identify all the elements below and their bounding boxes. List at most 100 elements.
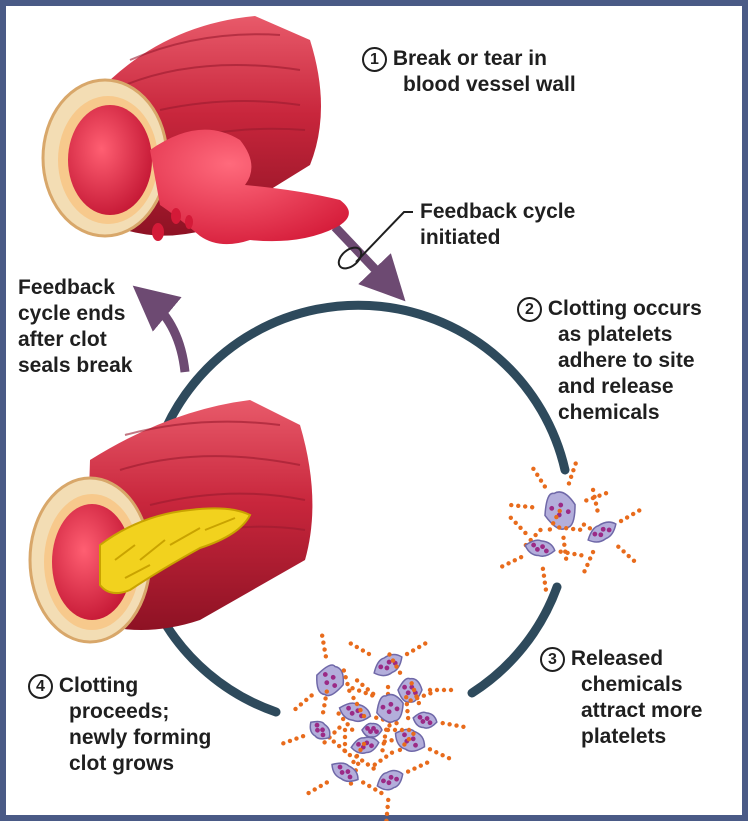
granule: [386, 780, 392, 786]
feedback-ends-arrow: [132, 285, 190, 373]
granule: [330, 674, 336, 680]
chemical-dot: [416, 700, 422, 706]
chemical-dot: [287, 738, 293, 744]
granule: [420, 719, 426, 724]
chemical-dot: [349, 727, 355, 732]
blood-drop: [152, 223, 164, 241]
blood-drop: [185, 215, 193, 229]
chemical-dot: [603, 491, 609, 496]
chemical-dot: [331, 739, 336, 744]
chemical-dot: [541, 573, 547, 578]
chemical-dot: [585, 562, 590, 568]
platelet: [306, 727, 384, 796]
granule: [405, 690, 411, 696]
chemical-dot: [414, 694, 419, 699]
chemical-dot: [423, 641, 428, 646]
platelet: [293, 633, 375, 712]
chemical-dot: [382, 739, 387, 744]
chemical-dot: [342, 734, 348, 740]
chemical-dot: [371, 766, 376, 771]
chemical-dot: [571, 468, 576, 473]
chemical-dot: [385, 684, 391, 690]
granule: [339, 770, 345, 775]
chemical-dot: [512, 558, 517, 563]
chemical-dot: [427, 687, 433, 693]
chemical-dot: [345, 722, 350, 727]
chemical-dot: [428, 691, 433, 696]
chemical-dot: [324, 689, 329, 694]
chemical-dot: [573, 461, 578, 466]
granule: [606, 527, 612, 533]
chemical-dot: [542, 580, 548, 585]
chemical-dot: [389, 750, 395, 755]
chemical-dot: [348, 781, 354, 786]
granule: [402, 732, 407, 738]
granule: [314, 722, 320, 728]
chemical-dot: [390, 658, 396, 663]
granule: [332, 683, 338, 688]
chemical-dot: [365, 687, 370, 692]
chemical-dot: [373, 787, 378, 792]
platelet: [557, 487, 642, 574]
step-1-number: 1: [362, 47, 387, 72]
chemical-dot: [354, 678, 360, 683]
platelet-group-step-2: [500, 461, 642, 592]
chemical-dot: [631, 558, 637, 563]
chemical-dot: [582, 569, 587, 574]
platelet-cluster-step-3: [281, 633, 466, 821]
chemical-dot: [322, 703, 327, 708]
chemical-dot: [322, 647, 327, 652]
chemical-dot: [409, 681, 414, 686]
feedback-cycle-ring: [154, 300, 570, 717]
platelet: [351, 695, 412, 765]
granule: [427, 720, 433, 726]
granule: [388, 774, 394, 780]
cycle-arc-bottom-left: [154, 608, 281, 717]
chemical-dot: [293, 706, 298, 712]
chemical-dot: [319, 633, 325, 638]
chemical-dot: [404, 701, 410, 707]
chemical-dot: [374, 715, 379, 720]
granule: [549, 505, 555, 511]
chemical-dot: [300, 733, 306, 739]
chemical-dot: [405, 708, 410, 714]
chemical-dot: [387, 723, 392, 728]
chemical-dot: [354, 753, 360, 759]
chemical-dot: [621, 549, 626, 554]
chemical-dot: [441, 687, 447, 693]
chemical-dot: [568, 474, 574, 479]
chemical-dot: [406, 727, 412, 733]
chemical-dot: [418, 763, 424, 768]
chemical-dot: [360, 648, 366, 653]
chemical-dot: [637, 508, 642, 513]
chemical-dot: [324, 780, 330, 785]
chemical-dot: [518, 554, 524, 560]
chemical-dot: [579, 553, 584, 558]
chemical-dot: [563, 556, 569, 561]
blood-drop: [171, 208, 181, 224]
chemical-dot: [561, 535, 566, 540]
chemical-dot: [360, 780, 366, 785]
chemical-dot: [359, 758, 365, 763]
granule: [386, 659, 392, 665]
chemical-dot: [321, 640, 326, 645]
granule: [592, 531, 598, 537]
chemical-dot: [543, 587, 549, 592]
chemical-dot: [298, 702, 304, 707]
granule: [386, 709, 392, 715]
chemical-dot: [550, 521, 556, 526]
chemical-dot: [411, 731, 416, 737]
chemical-dot: [454, 723, 459, 728]
chemical-dot: [523, 504, 528, 509]
chemical-dot: [446, 755, 452, 761]
chemical-dot: [340, 716, 346, 722]
chemical-dot: [411, 687, 417, 693]
chemical-dot: [382, 734, 388, 739]
chemical-dot: [577, 527, 583, 532]
chemical-dot: [378, 758, 383, 763]
granule: [565, 509, 571, 515]
chemical-dot: [354, 701, 360, 707]
step-1-label: 1 Break or tear in blood vessel wall: [362, 46, 576, 98]
chemical-dot: [358, 747, 363, 753]
chemical-dot: [416, 644, 422, 650]
